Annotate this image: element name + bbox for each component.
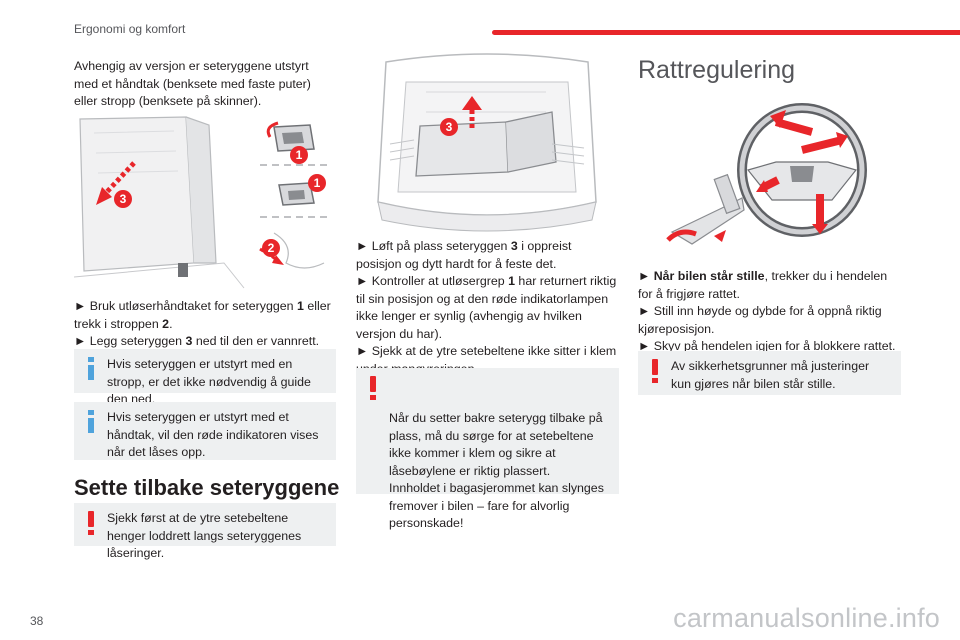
warning-icon [86,511,96,535]
section-heading-steering: Rattregulering [638,56,796,84]
marker-1-top: 1 [290,146,308,164]
step-ref: 1 [508,274,515,288]
warning-icon [368,376,378,400]
step-text: ► Still inn høyde og dybde for å oppnå r… [638,304,882,336]
watermark: carmanualsonline.info [673,603,940,633]
marker-1-middle: 1 [308,174,326,192]
page-number: 38 [30,614,44,628]
info-note-handle: Hvis seteryggen er utstyrt med et håndta… [74,402,336,460]
step-text: i oppreist posisjon og dytt hardt for å … [356,239,572,271]
step-ref: 1 [297,299,304,313]
section-title: Ergonomi og komfort [74,22,186,36]
warning-icon [650,359,660,383]
step-text: ► Kontroller at utløsergrep [356,274,509,288]
intro-text: Avhengig av versjon er seteryggene utsty… [74,59,311,108]
steering-steps: ► Når bilen står stille, trekker du i he… [638,268,902,356]
fold-steps: ► Bruk utløserhåndtaket for seteryggen 1… [74,298,336,351]
restore-steps: ► Løft på plass seteryggen 3 i oppreist … [356,238,620,378]
marker-3: 3 [114,190,132,208]
step-ref: 3 [510,239,518,253]
seat-release-illustration: 1 1 2 3 [73,113,336,290]
step-text: eller trekk i stroppen [74,299,331,331]
step-text: ned til den er vannrett. [192,334,320,348]
warning-note-luggage: Når du setter bakre seterygg tilbake på … [356,368,619,530]
steering-wheel-illustration [652,100,876,250]
header-accent-bar [492,30,960,35]
step-text: , trekker du i hendelen for å frigjøre r… [638,269,888,301]
info-icon [86,357,96,381]
info-icon [86,410,96,434]
section-heading-reset: Sette tilbake seteryggene [74,475,340,500]
step-text: ► Skyv på hendelen igjen for å blokkere … [638,339,896,353]
step-text: . [169,316,173,331]
marker-3: 3 [440,118,458,136]
trunk-illustration: 3 [356,52,618,232]
step-text: ► Legg seteryggen [74,334,186,348]
step-emphasis: ► Når bilen står stille [638,269,765,283]
step-ref: 2 [162,316,170,331]
marker-2: 2 [262,239,280,257]
warning-note-steering: Av sikkerhetsgrunner må justeringer kun … [638,351,901,395]
step-text: ► Bruk utløserhåndtaket for seteryggen [74,299,298,313]
step-text: har returnert riktig til sin posisjon og… [356,274,617,341]
warning-note-belts: Sjekk først at de ytre setebeltene henge… [74,503,336,560]
step-text: ► Løft på plass seteryggen [356,239,511,253]
info-note-strap: Hvis seteryggen er utstyrt med en stropp… [74,349,336,406]
step-ref: 3 [185,334,193,348]
